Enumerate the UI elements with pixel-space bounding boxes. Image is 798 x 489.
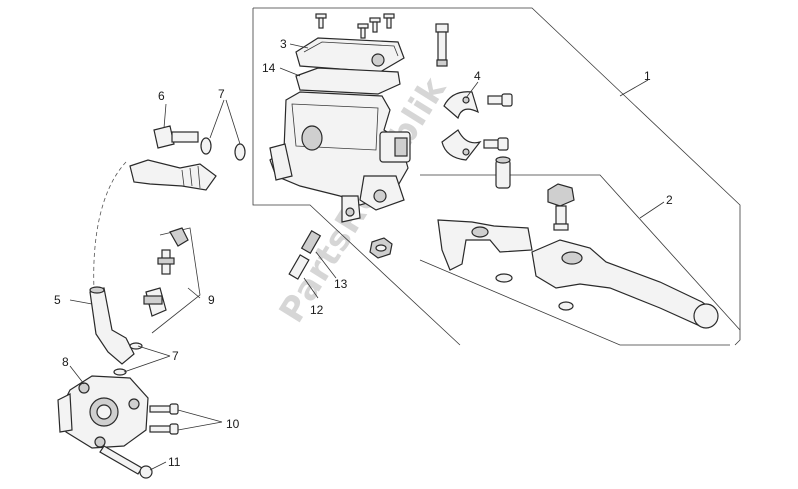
callout-1: 1 <box>644 69 651 83</box>
group-frame-9 <box>151 227 201 334</box>
clutch-hose <box>93 161 127 291</box>
handlebar-clamp <box>441 91 482 161</box>
copper-washers-bottom <box>113 342 143 376</box>
clutch-lever <box>531 239 719 329</box>
leader-lines <box>69 43 665 471</box>
callout-7-top: 7 <box>218 87 225 101</box>
callout-3: 3 <box>280 37 287 51</box>
bleeder-cap <box>169 227 189 247</box>
callout-10: 10 <box>226 417 240 431</box>
pivot-bushing <box>495 156 511 189</box>
group-frame-1 <box>252 7 741 346</box>
bleeder-fitting <box>143 287 167 317</box>
callout-14: 14 <box>262 61 276 75</box>
cover-screws <box>315 13 395 39</box>
clamp-bolts <box>483 93 513 151</box>
lever-nut <box>369 237 393 259</box>
hose-banjo-fitting <box>129 159 217 191</box>
callout-9: 9 <box>208 293 215 307</box>
callout-8: 8 <box>62 355 69 369</box>
callout-2: 2 <box>666 193 673 207</box>
callout-6: 6 <box>158 89 165 103</box>
lever-bracket <box>437 219 533 271</box>
callout-11: 11 <box>168 455 181 469</box>
slave-long-bolt <box>99 445 153 479</box>
slave-bolts <box>149 403 179 435</box>
pivot-pin <box>435 23 449 67</box>
bleed-valve <box>288 230 322 280</box>
adjuster-knob <box>547 183 575 231</box>
reservoir-gasket <box>295 67 401 95</box>
callout-13: 13 <box>334 277 348 291</box>
copper-washers-top <box>200 137 246 161</box>
callouts: 1 2 3 14 4 6 7 5 9 7 8 10 11 12 13 <box>54 37 673 469</box>
bleeder-screw <box>157 249 175 275</box>
group-frame-2 <box>419 174 741 346</box>
hose-lower-end <box>89 286 135 365</box>
banjo-bolt <box>153 125 199 149</box>
reservoir-cover <box>295 37 405 73</box>
master-cylinder-body <box>269 91 411 223</box>
callout-4: 4 <box>474 69 481 83</box>
washers <box>495 273 574 311</box>
callout-7-bottom: 7 <box>172 349 179 363</box>
callout-12: 12 <box>310 303 324 317</box>
slave-cylinder <box>57 375 149 449</box>
callout-5: 5 <box>54 293 61 307</box>
